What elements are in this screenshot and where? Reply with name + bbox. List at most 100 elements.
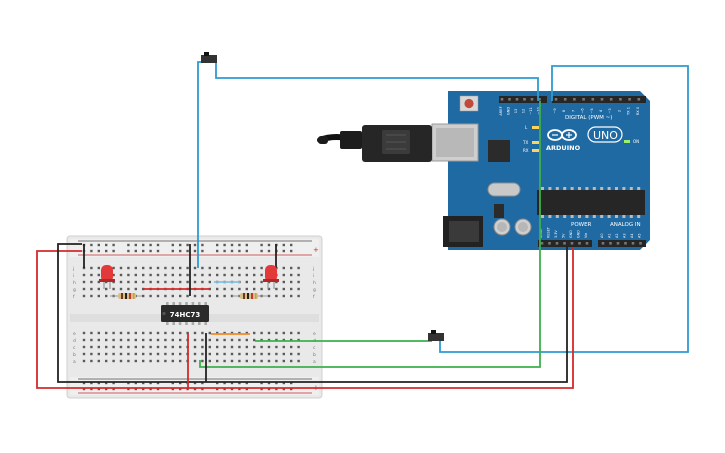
breadboard-hole[interactable] (216, 273, 219, 277)
breadboard-hole[interactable] (201, 266, 204, 270)
breadboard-hole[interactable] (245, 359, 248, 363)
breadboard-hole[interactable] (112, 287, 115, 291)
rail-hole[interactable] (223, 381, 226, 385)
breadboard-hole[interactable] (275, 359, 278, 363)
rail-hole[interactable] (201, 387, 204, 391)
rail-hole[interactable] (238, 249, 241, 253)
breadboard-hole[interactable] (238, 273, 241, 277)
wire-blue-switch-to-pin12[interactable] (215, 62, 539, 101)
digital-pin[interactable] (508, 98, 511, 101)
breadboard-hole[interactable] (127, 345, 130, 349)
breadboard-hole[interactable] (164, 280, 167, 284)
breadboard-hole[interactable] (82, 280, 86, 284)
breadboard-hole[interactable] (105, 287, 108, 291)
breadboard-hole[interactable] (193, 331, 197, 335)
led-left[interactable] (99, 265, 115, 289)
rail-hole[interactable] (82, 387, 86, 391)
breadboard-hole[interactable] (230, 345, 234, 349)
breadboard-hole[interactable] (253, 287, 256, 291)
breadboard-hole[interactable] (267, 359, 271, 363)
breadboard-hole[interactable] (193, 345, 197, 349)
breadboard-hole[interactable] (119, 331, 123, 335)
breadboard-hole[interactable] (193, 294, 197, 298)
breadboard-hole[interactable] (119, 280, 123, 284)
rail-hole[interactable] (282, 387, 285, 391)
breadboard-hole[interactable] (112, 359, 115, 363)
breadboard-hole[interactable] (119, 352, 123, 356)
breadboard-hole[interactable] (245, 338, 248, 342)
breadboard-hole[interactable] (208, 280, 211, 284)
power-pin[interactable] (570, 242, 574, 245)
rail-hole[interactable] (179, 387, 182, 391)
breadboard-hole[interactable] (297, 294, 300, 298)
breadboard-hole[interactable] (282, 352, 285, 356)
breadboard-hole[interactable] (223, 273, 226, 277)
breadboard-hole[interactable] (216, 266, 219, 270)
breadboard-hole[interactable] (97, 352, 100, 356)
rail-hole[interactable] (105, 249, 108, 253)
power-pin[interactable] (585, 242, 589, 245)
breadboard-hole[interactable] (201, 331, 204, 335)
rail-hole[interactable] (230, 387, 234, 391)
slide-switch-bottom-knob[interactable] (431, 330, 436, 334)
analog-header[interactable] (598, 240, 646, 247)
rail-hole[interactable] (149, 249, 152, 253)
breadboard-hole[interactable] (201, 273, 204, 277)
digital-pin[interactable] (523, 98, 526, 101)
breadboard-hole[interactable] (164, 359, 167, 363)
breadboard-hole[interactable] (208, 331, 211, 335)
breadboard-hole[interactable] (127, 338, 130, 342)
breadboard-hole[interactable] (223, 359, 226, 363)
breadboard-hole[interactable] (216, 352, 219, 356)
breadboard-hole[interactable] (112, 352, 115, 356)
breadboard-hole[interactable] (171, 352, 174, 356)
breadboard-hole[interactable] (105, 331, 108, 335)
digital-pin[interactable] (600, 98, 604, 101)
breadboard-hole[interactable] (142, 345, 145, 349)
breadboard-hole[interactable] (82, 331, 86, 335)
rail-hole[interactable] (134, 243, 137, 247)
rail-hole[interactable] (245, 381, 248, 385)
breadboard-hole[interactable] (127, 273, 130, 277)
rail-hole[interactable] (186, 243, 189, 247)
analog-pin[interactable] (616, 242, 620, 245)
breadboard-hole[interactable] (245, 266, 248, 270)
breadboard-hole[interactable] (112, 345, 115, 349)
digital-pin[interactable] (573, 98, 576, 101)
breadboard-hole[interactable] (193, 359, 197, 363)
breadboard-hole[interactable] (134, 273, 137, 277)
breadboard-hole[interactable] (260, 345, 263, 349)
breadboard-hole[interactable] (127, 359, 130, 363)
breadboard-hole[interactable] (90, 294, 93, 298)
rail-hole[interactable] (90, 381, 93, 385)
breadboard-hole[interactable] (290, 273, 293, 277)
breadboard-hole[interactable] (134, 287, 137, 291)
rail-hole[interactable] (142, 249, 145, 253)
breadboard-hole[interactable] (179, 294, 182, 298)
breadboard-hole[interactable] (134, 280, 137, 284)
breadboard-hole[interactable] (290, 294, 293, 298)
breadboard-hole[interactable] (290, 359, 293, 363)
rail-hole[interactable] (105, 387, 108, 391)
breadboard-hole[interactable] (193, 352, 197, 356)
breadboard-hole[interactable] (290, 266, 293, 270)
breadboard-hole[interactable] (208, 352, 211, 356)
breadboard-hole[interactable] (171, 331, 174, 335)
breadboard-hole[interactable] (223, 331, 226, 335)
breadboard-hole[interactable] (119, 287, 123, 291)
rail-hole[interactable] (90, 387, 93, 391)
breadboard-hole[interactable] (267, 331, 271, 335)
breadboard-hole[interactable] (260, 273, 263, 277)
breadboard-hole[interactable] (208, 273, 211, 277)
rail-hole[interactable] (290, 381, 293, 385)
breadboard-hole[interactable] (179, 273, 182, 277)
breadboard-hole[interactable] (142, 352, 145, 356)
breadboard-hole[interactable] (260, 287, 263, 291)
breadboard-hole[interactable] (253, 359, 256, 363)
rail-hole[interactable] (127, 387, 130, 391)
breadboard-hole[interactable] (208, 345, 211, 349)
breadboard-hole[interactable] (156, 280, 160, 284)
rail-hole[interactable] (171, 249, 174, 253)
power-pin[interactable] (540, 242, 544, 245)
digital-pin[interactable] (591, 98, 595, 101)
